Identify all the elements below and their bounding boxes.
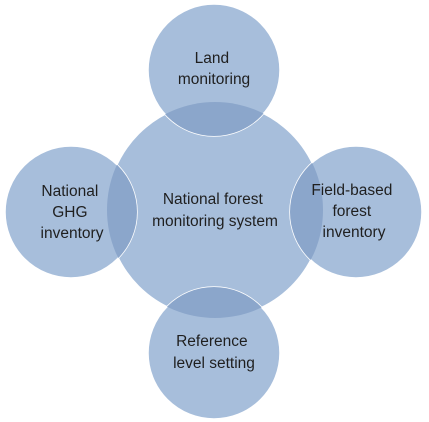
right-label-line: forest — [332, 203, 371, 220]
left-label: National GHG inventory — [41, 183, 104, 242]
left-label-line: inventory — [41, 225, 104, 242]
center-label-line: National forest — [163, 191, 264, 208]
bottom-label-line: Reference — [176, 333, 248, 350]
left-label-line: GHG — [52, 204, 87, 221]
right-label: Field-based forest inventory — [311, 182, 396, 241]
bottom-label-line: level setting — [173, 355, 255, 372]
top-label: Land monitoring — [178, 50, 250, 88]
right-label-line: inventory — [323, 224, 386, 241]
center-label: National forest monitoring system — [152, 191, 278, 230]
center-label-line: monitoring system — [152, 213, 278, 230]
bottom-label: Reference level setting — [173, 333, 255, 372]
top-label-line: Land — [195, 50, 229, 67]
right-label-line: Field-based — [311, 182, 392, 199]
top-label-line: monitoring — [178, 71, 250, 88]
left-label-line: National — [41, 183, 98, 200]
